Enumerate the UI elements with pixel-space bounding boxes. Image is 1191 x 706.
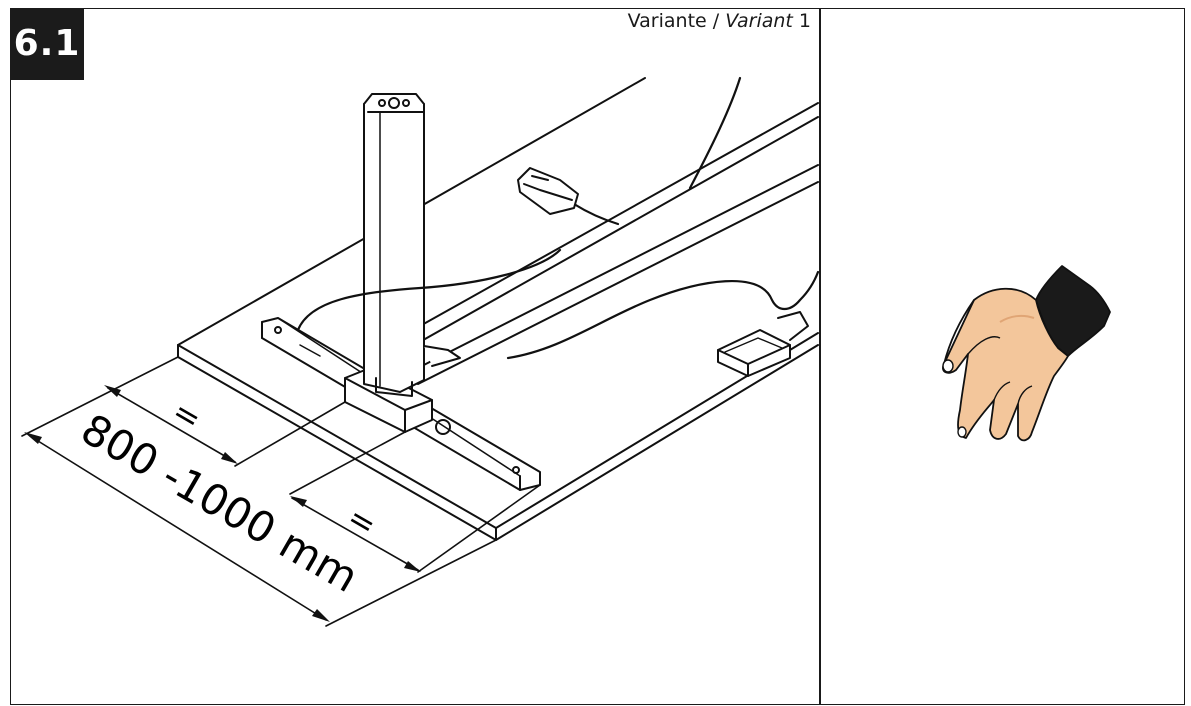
hand-icon [942,265,1111,442]
hand-switch-upper [517,167,579,215]
control-box [717,311,809,377]
cables [296,76,820,360]
dimension-arrows [24,385,421,622]
variant-label: Variante / Variant 1 [628,10,811,32]
equal-left-label: = [166,392,208,438]
equal-right-label: = [341,498,383,544]
variant-label-de: Variante / [627,10,726,32]
panel-divider [819,8,821,705]
variant-number: 1 [792,10,811,32]
step-number-badge: 6.1 [10,8,84,80]
variant-label-en: Variant [725,10,793,32]
dimension-lines [21,356,541,627]
span-dimension-label: 800 -1000 mm [73,404,367,602]
column [363,93,425,397]
mounting-bracket [423,345,461,367]
